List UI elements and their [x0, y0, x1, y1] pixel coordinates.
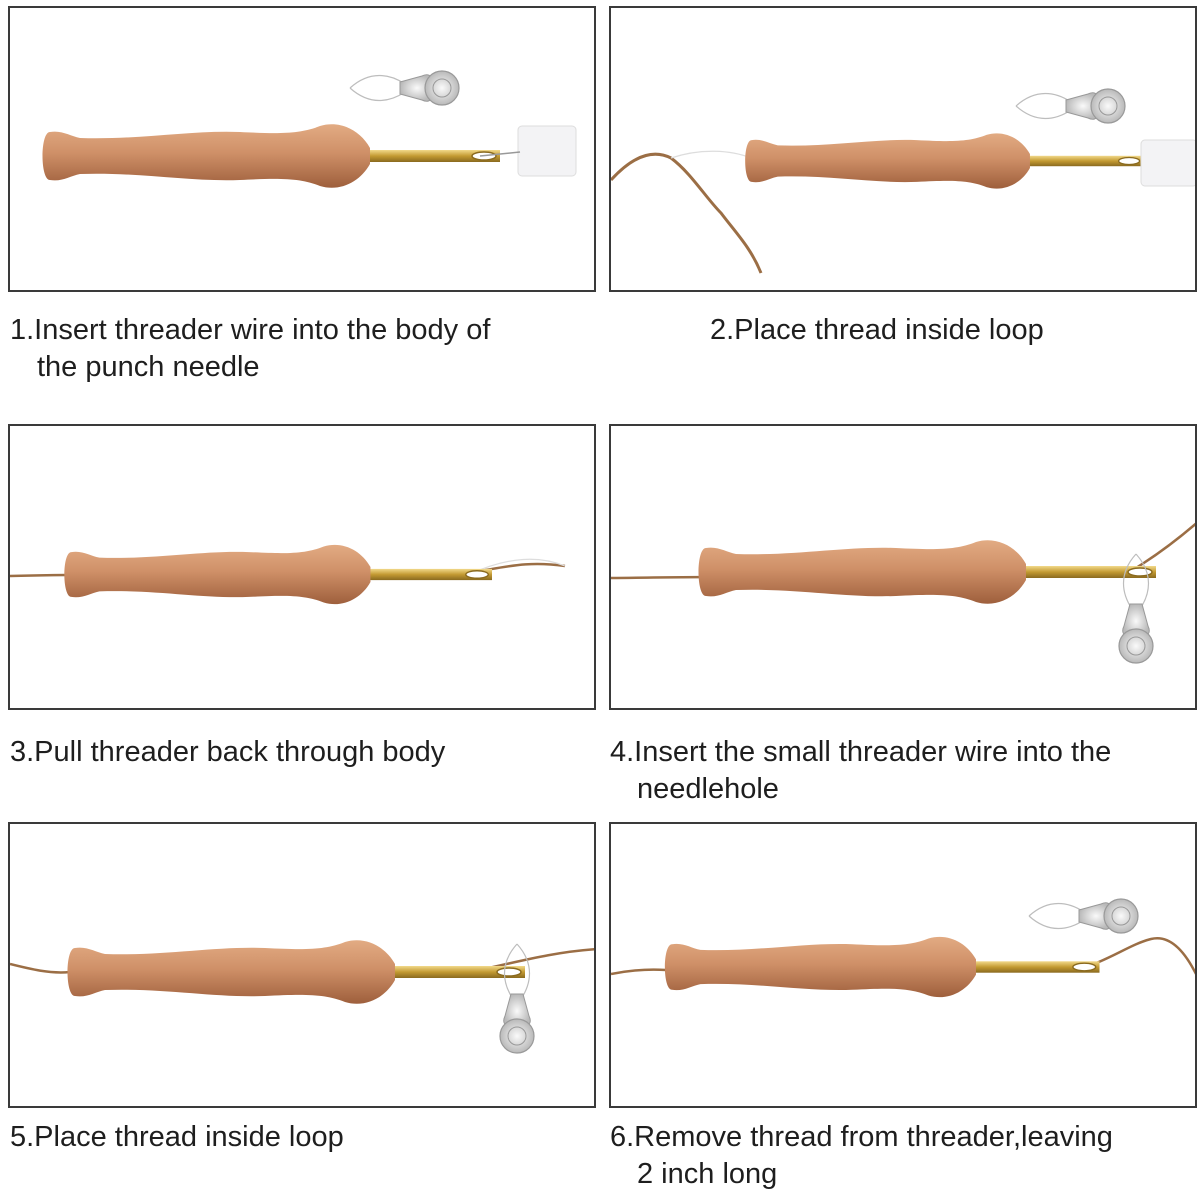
punch-needle: [66, 939, 526, 1005]
step-2-image: [609, 6, 1197, 292]
thread: [611, 152, 763, 274]
step-6-caption: 6.Remove thread from threader,leaving 2 i…: [610, 1119, 1113, 1193]
step-5-caption: 5.Place thread inside loop: [10, 1119, 344, 1156]
step-1-caption: 1.Insert threader wire into the body of t…: [10, 312, 490, 386]
caption-line: the punch needle: [37, 351, 260, 383]
punch-needle: [697, 539, 1157, 605]
step-4-image: [609, 424, 1197, 710]
threader-icon: [1015, 88, 1126, 124]
punch-needle: [41, 123, 501, 189]
caption-line: 1.Insert threader wire into the body of: [10, 314, 491, 346]
threader-icon: [349, 70, 460, 106]
threader-icon: [1028, 898, 1139, 934]
threader-card: [517, 125, 577, 177]
step-6-image: [609, 822, 1197, 1108]
thread: [611, 936, 1195, 976]
caption-line: 6.Remove thread from threader,leaving: [610, 1121, 1113, 1153]
punch-needle: [664, 936, 1101, 998]
step-3-caption: 3.Pull threader back through body: [10, 734, 445, 771]
caption-line: 5.Place thread inside loop: [10, 1121, 344, 1153]
caption-line: needlehole: [637, 773, 779, 805]
punch-needle: [63, 544, 493, 605]
caption-line: 4.Insert the small threader wire into th…: [610, 736, 1112, 768]
punch-needle: [744, 132, 1144, 190]
caption-line: 3.Pull threader back through body: [10, 736, 446, 768]
step-2-caption: 2.Place thread inside loop: [710, 312, 1044, 349]
step-1-image: [8, 6, 596, 292]
caption-line: 2 inch long: [637, 1158, 778, 1190]
step-4-caption: 4.Insert the small threader wire into th…: [610, 734, 1111, 808]
threader-card: [1140, 139, 1195, 187]
step-3-image: [8, 424, 596, 710]
caption-line: 2.Place thread inside loop: [710, 314, 1044, 346]
step-5-image: [8, 822, 596, 1108]
